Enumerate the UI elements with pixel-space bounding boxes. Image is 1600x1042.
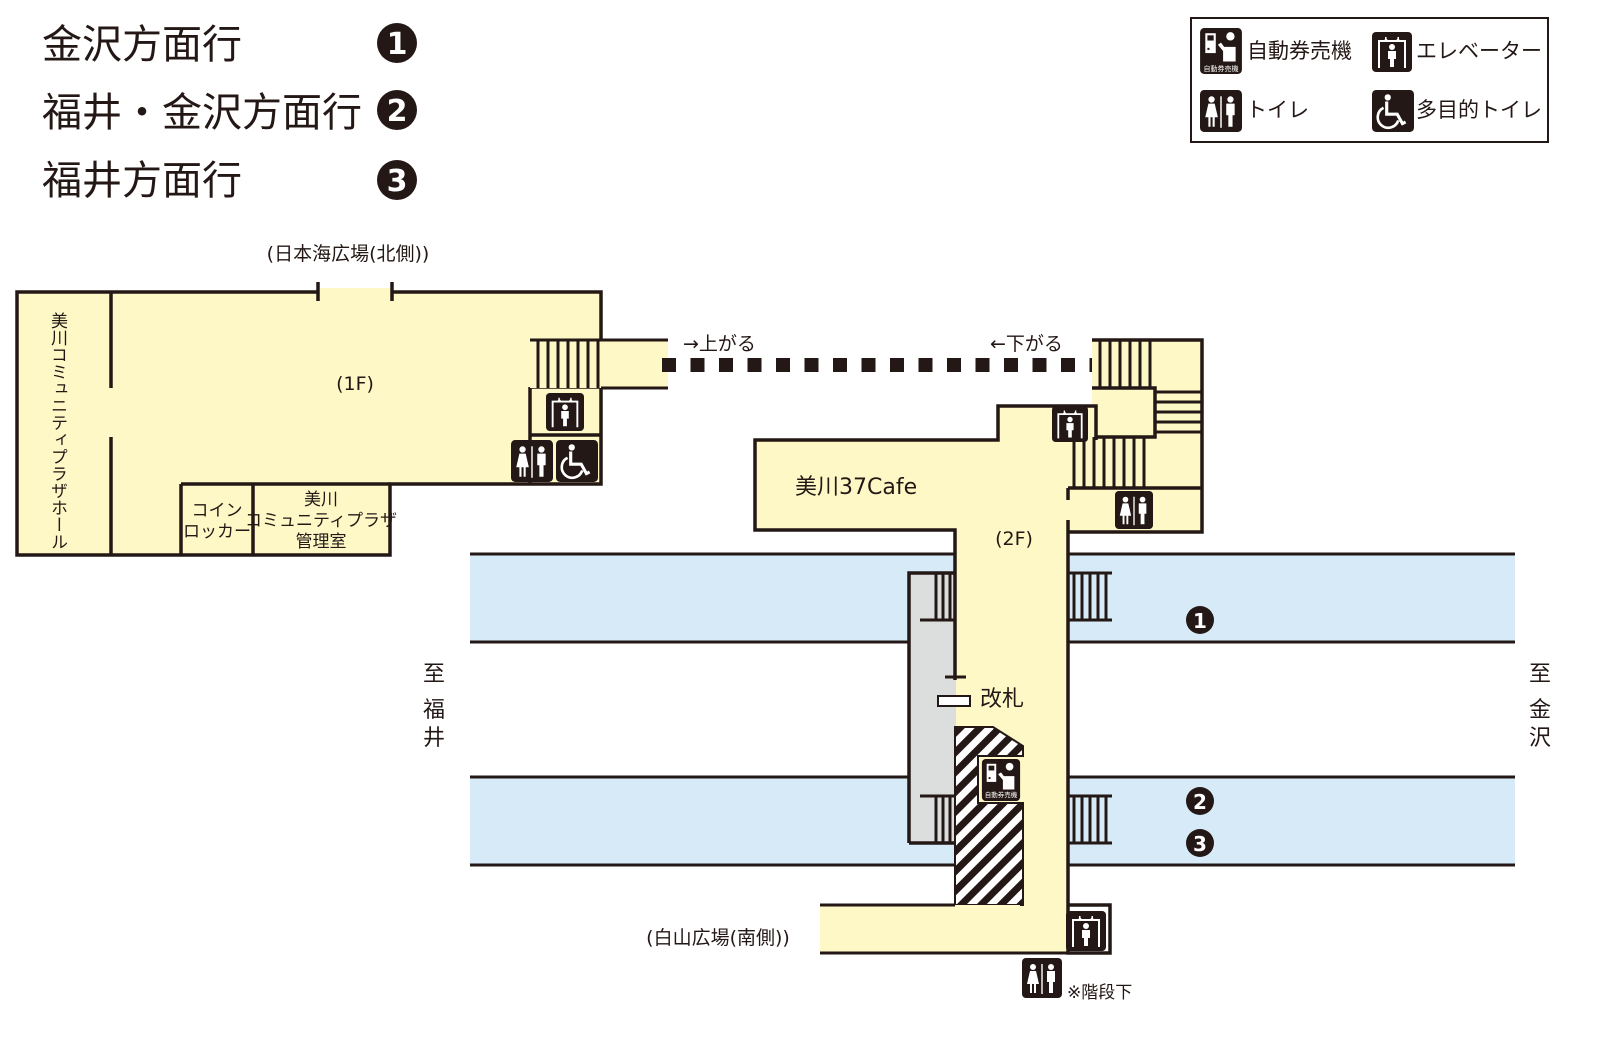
svg-text:自動券売機: 自動券売機 bbox=[985, 790, 1018, 799]
line-legend-fukui: 福井方面行 bbox=[42, 158, 242, 204]
legend-label-elevator: エレベーター bbox=[1416, 39, 1542, 63]
track-platform-2: 2 bbox=[1186, 787, 1214, 815]
skybridge-dot bbox=[1032, 358, 1047, 372]
down-label: ←下がる bbox=[990, 333, 1063, 355]
svg-text:3: 3 bbox=[387, 164, 408, 199]
skybridge-dot bbox=[861, 358, 876, 372]
skybridge-dot bbox=[776, 358, 790, 372]
coin-locker-room: コイン ロッカー bbox=[183, 501, 251, 542]
skybridge-dot bbox=[947, 358, 961, 372]
svg-text:至: 至 bbox=[1529, 662, 1551, 687]
elevator-icon bbox=[1052, 406, 1088, 442]
svg-text:3: 3 bbox=[1193, 832, 1207, 856]
north-exit-label: (日本海広場(北側)) bbox=[267, 243, 430, 265]
plaza-office-room: 美川 コミュニティプラザ 管理室 bbox=[245, 490, 397, 552]
skybridge-dot bbox=[1004, 358, 1018, 372]
icon-legend: 自動券売機 自動券売機 エレベーター トイレ 多目的トイレ bbox=[1190, 17, 1549, 143]
svg-text:ロッカー: ロッカー bbox=[183, 522, 251, 542]
svg-text:2: 2 bbox=[1193, 790, 1207, 814]
line-legend-kanazawa: 金沢方面行 bbox=[42, 22, 242, 68]
direction-fukui: 至 福 井 bbox=[423, 662, 445, 751]
floor-2f-label: (2F) bbox=[995, 528, 1033, 550]
skybridge-dot bbox=[804, 358, 819, 372]
stairs-south bbox=[820, 903, 1110, 955]
svg-text:コミュニティプラザ: コミュニティプラザ bbox=[245, 511, 397, 531]
elevator-icon bbox=[1066, 911, 1106, 951]
platform-badge-3: 3 bbox=[377, 160, 417, 200]
track-platform-3: 3 bbox=[1186, 829, 1214, 857]
legend-label-ticket-machine: 自動券売機 bbox=[1247, 39, 1352, 63]
svg-text:福: 福 bbox=[423, 698, 445, 723]
ticket-gate-label: 改札 bbox=[980, 687, 1024, 712]
line-legend-fukui-kanazawa: 福井・金沢方面行 bbox=[42, 90, 362, 136]
svg-text:1: 1 bbox=[1193, 609, 1207, 633]
svg-text:沢: 沢 bbox=[1529, 726, 1551, 751]
skybridge-dot bbox=[719, 358, 733, 372]
svg-text:管理室: 管理室 bbox=[296, 532, 347, 552]
line-legend: 金沢方面行 福井・金沢方面行 福井方面行 1 2 3 bbox=[42, 22, 417, 204]
direction-kanazawa: 至 金 沢 bbox=[1529, 662, 1551, 751]
skybridge-dotted bbox=[662, 358, 1104, 372]
south-exit-label: (白山広場(南側)) bbox=[646, 927, 790, 949]
legend-label-accessible-toilet: 多目的トイレ bbox=[1416, 98, 1542, 122]
skybridge-dot bbox=[975, 358, 990, 372]
svg-text:美川: 美川 bbox=[304, 490, 338, 510]
accessible-toilet-icon bbox=[1372, 90, 1414, 132]
stairs-1f-up bbox=[530, 338, 668, 390]
hall-label: 美川コミュニティプラザホール bbox=[47, 312, 68, 550]
toilet-icon bbox=[1200, 90, 1242, 132]
toilet-icon bbox=[1115, 491, 1153, 529]
up-label: →上がる bbox=[683, 333, 756, 355]
cafe-label: 美川37Cafe bbox=[795, 475, 917, 500]
floor-1f-label: (1F) bbox=[336, 373, 374, 395]
svg-text:金: 金 bbox=[1529, 698, 1551, 723]
platform-badge-2: 2 bbox=[377, 90, 417, 130]
skybridge-dot bbox=[918, 358, 933, 372]
platform-badge-1: 1 bbox=[377, 23, 417, 63]
skybridge-dot bbox=[1061, 358, 1075, 372]
toilet-icon bbox=[511, 440, 553, 482]
svg-text:井: 井 bbox=[423, 726, 445, 751]
accessible-toilet-icon bbox=[556, 440, 598, 482]
elevator-icon bbox=[1372, 32, 1412, 72]
svg-text:1: 1 bbox=[387, 27, 408, 62]
under-stairs-note: ※階段下 bbox=[1067, 983, 1132, 1003]
skybridge-dot bbox=[833, 358, 847, 372]
elevator-icon bbox=[546, 393, 584, 431]
svg-text:コイン: コイン bbox=[192, 501, 243, 521]
svg-text:至: 至 bbox=[423, 662, 445, 687]
track-platform-1: 1 bbox=[1186, 606, 1214, 634]
svg-text:2: 2 bbox=[387, 94, 408, 129]
skybridge-dot bbox=[662, 358, 676, 372]
skybridge-dot bbox=[690, 358, 705, 372]
legend-label-toilet: トイレ bbox=[1246, 98, 1309, 122]
skybridge-dot bbox=[747, 358, 762, 372]
svg-text:自動券売機: 自動券売機 bbox=[1204, 64, 1239, 73]
skybridge-dot bbox=[890, 358, 904, 372]
toilet-icon bbox=[1022, 958, 1062, 998]
